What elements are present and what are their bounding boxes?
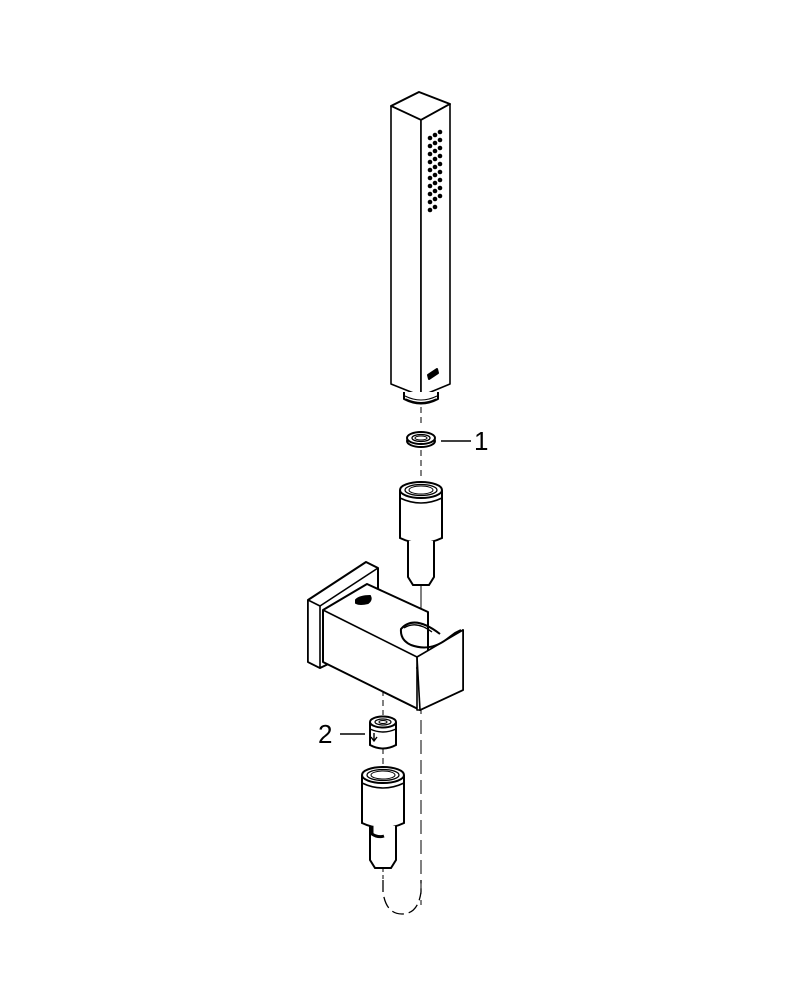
callout-number-2: 2 [318,719,333,749]
hose [382,880,422,915]
hose-nut-upper [399,481,443,586]
flow-washer [406,431,436,448]
wall-holder [307,561,464,711]
spray-nozzles [427,129,443,213]
callout-number-1: 1 [474,426,489,456]
flow-arrow-icon [370,733,378,743]
logo-mark [427,368,439,380]
logo-mark [355,595,372,605]
hose-nut-lower [361,766,405,869]
flow-limiter [369,715,397,750]
hand-shower [390,91,451,405]
